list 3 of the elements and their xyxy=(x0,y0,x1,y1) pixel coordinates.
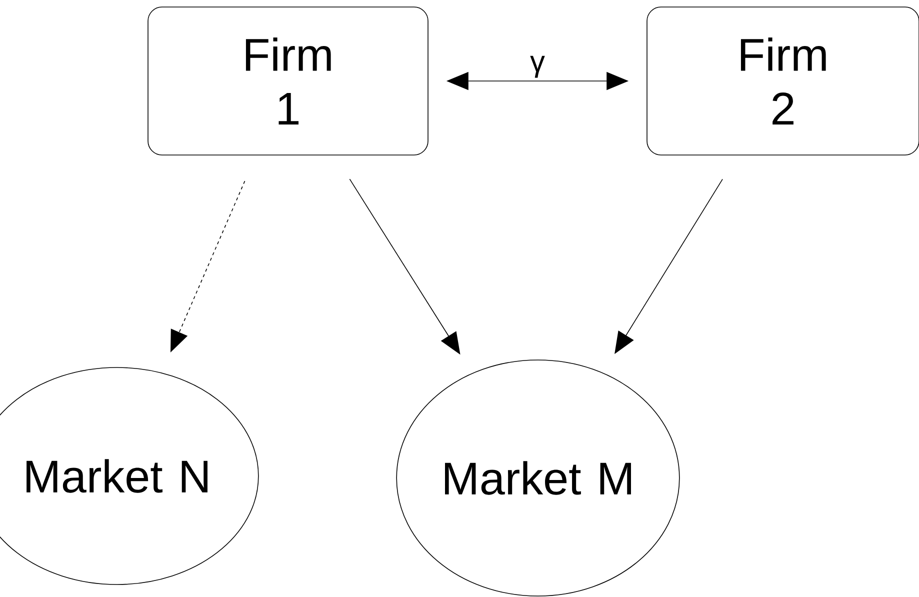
firm-box: Firm 2 xyxy=(646,6,919,156)
firm-box: Firm 1 xyxy=(148,6,428,156)
edge-label: γ xyxy=(529,54,546,79)
